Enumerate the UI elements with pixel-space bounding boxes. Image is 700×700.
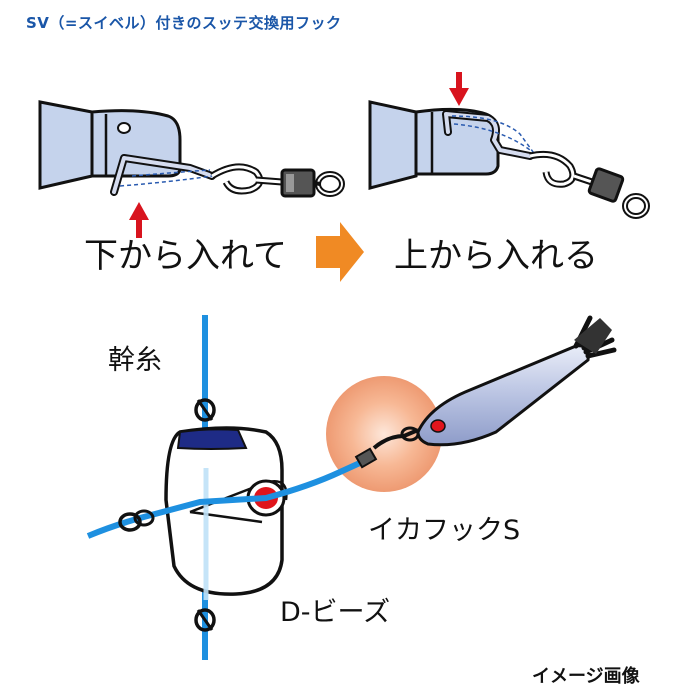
- branch-line: [86, 459, 364, 539]
- main-line-label: 幹糸: [108, 345, 162, 376]
- step1-illustration: [38, 100, 345, 238]
- bead-label: D-ビーズ: [280, 597, 391, 628]
- step1-label: 下から入れて: [84, 236, 287, 276]
- hook-label: イカフックS: [368, 515, 521, 546]
- step2-label: 上から入れる: [394, 236, 598, 276]
- branch-knot: [118, 509, 155, 532]
- d-bead: [164, 426, 288, 600]
- red-arrow-up: [129, 202, 149, 238]
- red-arrow-down: [449, 72, 469, 106]
- image-note: イメージ画像: [532, 666, 640, 687]
- sleeve-body: [38, 100, 94, 190]
- squid-swivel: [354, 426, 420, 469]
- orange-arrow: [316, 222, 364, 282]
- main-knot-top: [194, 398, 216, 422]
- step2-illustration: [368, 72, 650, 219]
- diagram-title: SV（=スイベル）付きのスッテ交換用フック: [26, 14, 342, 32]
- main-knot-bottom: [194, 608, 216, 632]
- squid-jig: [416, 315, 617, 447]
